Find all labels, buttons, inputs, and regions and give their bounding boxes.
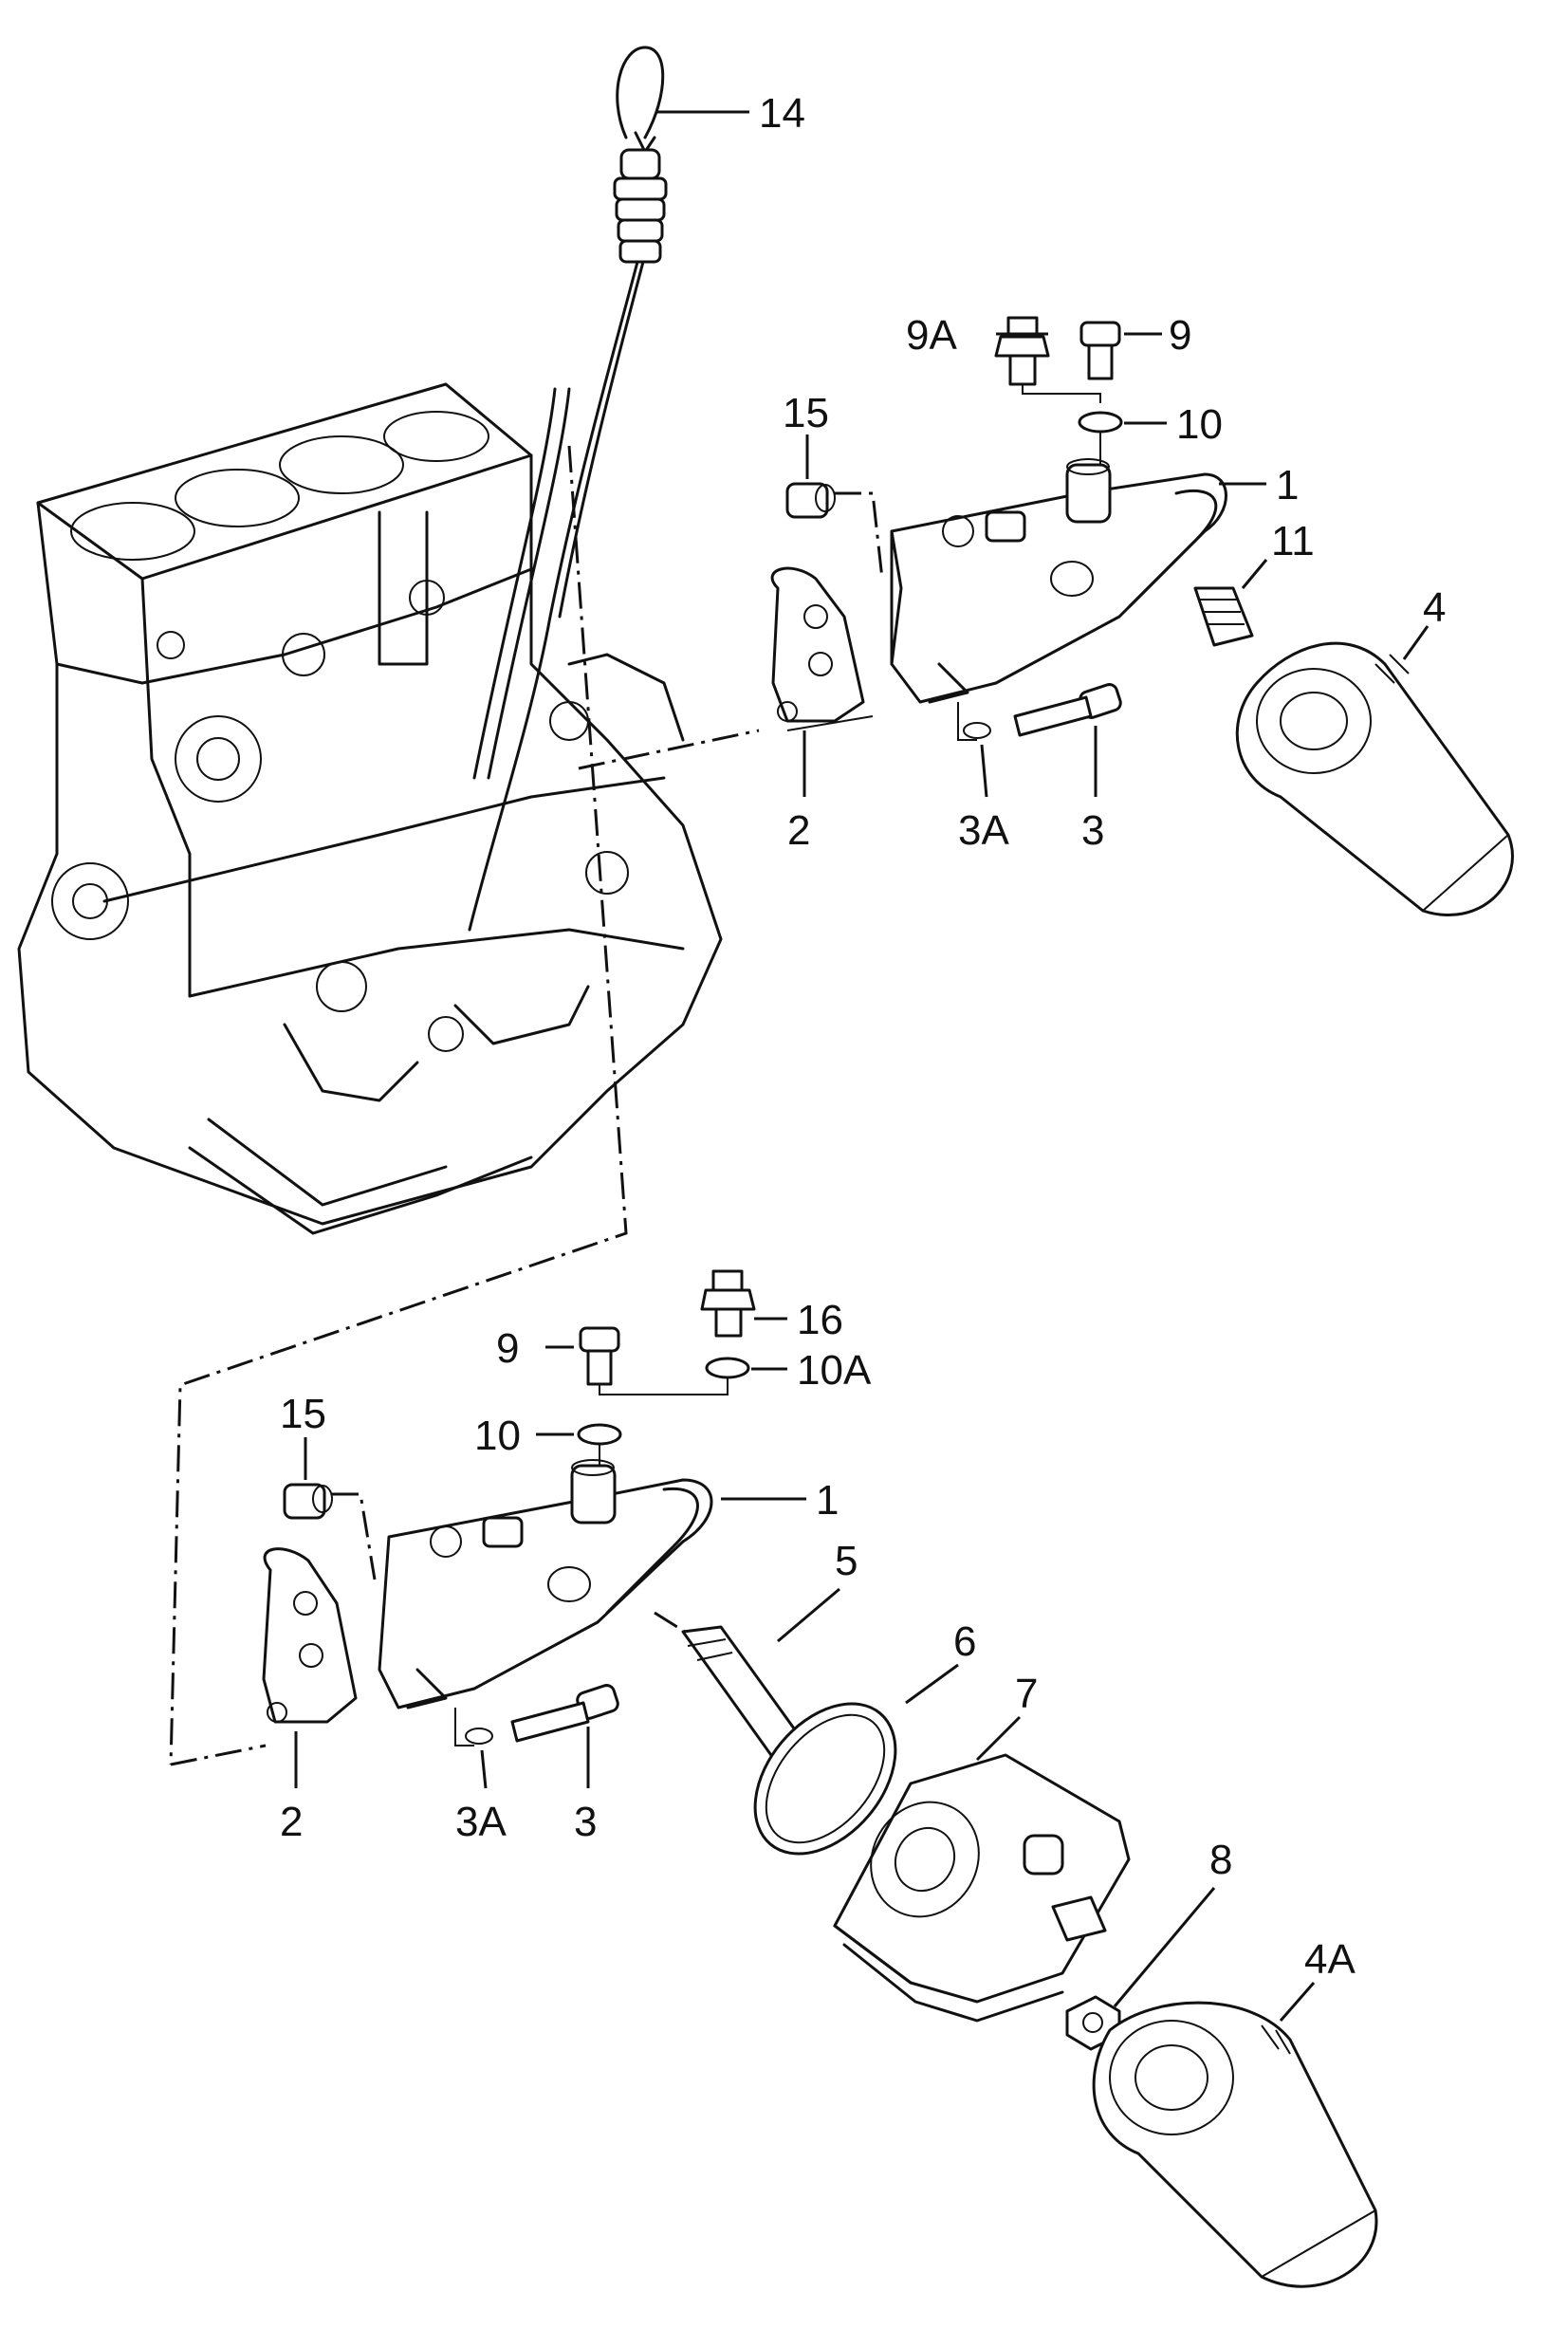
- dipstick: [468, 46, 668, 932]
- callout-9-top: 9: [1169, 312, 1191, 359]
- callout-2-bottom: 2: [280, 1799, 303, 1845]
- callout-5: 5: [835, 1538, 858, 1584]
- top-filter-bracket: [770, 316, 1514, 916]
- callout-10-bottom: 10: [474, 1413, 521, 1459]
- callout-9-bottom: 9: [496, 1325, 519, 1372]
- callout-16: 16: [797, 1297, 843, 1343]
- callout-14: 14: [759, 90, 805, 137]
- callout-3-top: 3: [1081, 807, 1104, 854]
- callout-11: 11: [1271, 518, 1315, 564]
- callout-3-bottom: 3: [574, 1799, 597, 1845]
- callout-4: 4: [1423, 584, 1446, 631]
- callout-15-top: 15: [783, 390, 829, 436]
- callout-2-top: 2: [787, 807, 810, 854]
- callout-9A-top: 9A: [906, 312, 957, 359]
- callout-7: 7: [1015, 1671, 1038, 1717]
- callout-1-bottom: 1: [816, 1477, 839, 1524]
- callout-10A: 10A: [797, 1347, 872, 1394]
- callout-15-bottom: 15: [280, 1391, 326, 1437]
- bottom-filter-cooler-assembly: [262, 1269, 1378, 2288]
- engine-block: [17, 382, 723, 1235]
- callout-8: 8: [1209, 1837, 1232, 1883]
- callout-3A-top: 3A: [958, 807, 1009, 854]
- callout-6: 6: [953, 1618, 976, 1665]
- callout-1-top: 1: [1276, 462, 1299, 508]
- callout-3A-bottom: 3A: [455, 1799, 507, 1845]
- callout-4A: 4A: [1304, 1936, 1356, 1983]
- callout-10-top: 10: [1176, 401, 1223, 448]
